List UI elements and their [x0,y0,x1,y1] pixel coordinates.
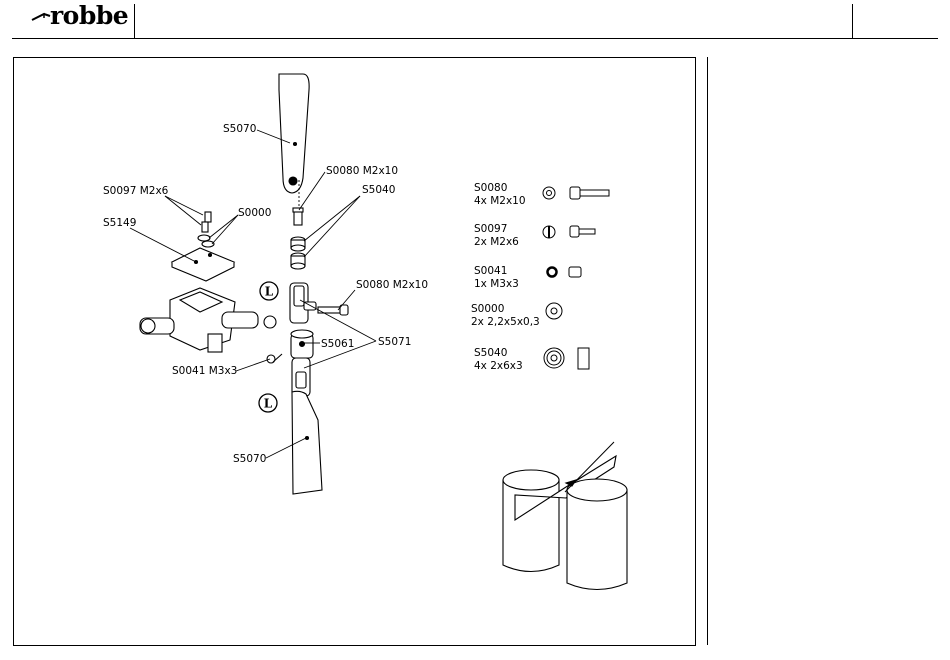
blade-grip-lower [292,358,310,396]
part-code: S0000 [471,303,504,315]
svg-text:L: L [264,397,273,411]
part-qty: 2x 2,2x5x0,3 [471,316,540,328]
callout-grip: S5071 [378,336,411,348]
part-code: S0097 [474,223,507,235]
washer-icon [543,187,555,199]
callout-screw-m2x6: S0097 M2x6 [103,185,169,197]
callout-screw-side: S0080 M2x10 [356,279,428,291]
set-screw [267,354,282,363]
callout-hub: S5061 [321,338,354,350]
part-code: S0080 [474,182,507,194]
screw-m2x10-top [293,208,303,225]
part-code: S5040 [474,347,507,359]
part-code: S0041 [474,265,507,277]
bolt-long-icon [570,187,609,199]
callout-blade-top: S5070 [223,123,256,135]
blade-alignment-illustration [503,442,627,590]
bolt-short-icon [570,226,595,237]
callout-plate: S5149 [103,217,136,229]
washer-icon [546,303,562,319]
callout-setscrew: S0041 M3x3 [172,365,237,377]
screw-m2x10-side [318,305,348,315]
callout-bearing: S5040 [362,184,395,196]
screw-m2x6 [202,212,211,232]
part-qty: 4x 2x6x3 [474,360,523,372]
bearing-lower [291,253,305,269]
loctite-symbol-icon: L [259,394,277,412]
screw-head-icon [543,226,555,238]
blade-grip-upper [290,283,316,323]
gearbox-body [140,288,276,352]
loctite-symbol-icon: L [260,282,278,300]
callout-blade-bottom: S5070 [233,453,266,465]
grub-screw-icon [548,267,582,277]
parts-list: S0080 4x M2x10 S0097 2x M2x6 S0041 1x M3… [471,182,609,372]
rotor-hub [291,330,313,358]
mounting-plate [172,248,234,281]
callout-washer: S0000 [238,207,271,219]
rotor-blade-top [279,74,309,193]
part-qty: 4x M2x10 [474,195,526,207]
washers [198,235,214,247]
callout-screw-top: S0080 M2x10 [326,165,398,177]
bearing-upper [291,237,305,251]
ball-bearing-icon [544,348,589,369]
svg-text:L: L [265,285,274,299]
part-qty: 1x M3x3 [474,278,519,290]
part-qty: 2x M2x6 [474,236,519,248]
